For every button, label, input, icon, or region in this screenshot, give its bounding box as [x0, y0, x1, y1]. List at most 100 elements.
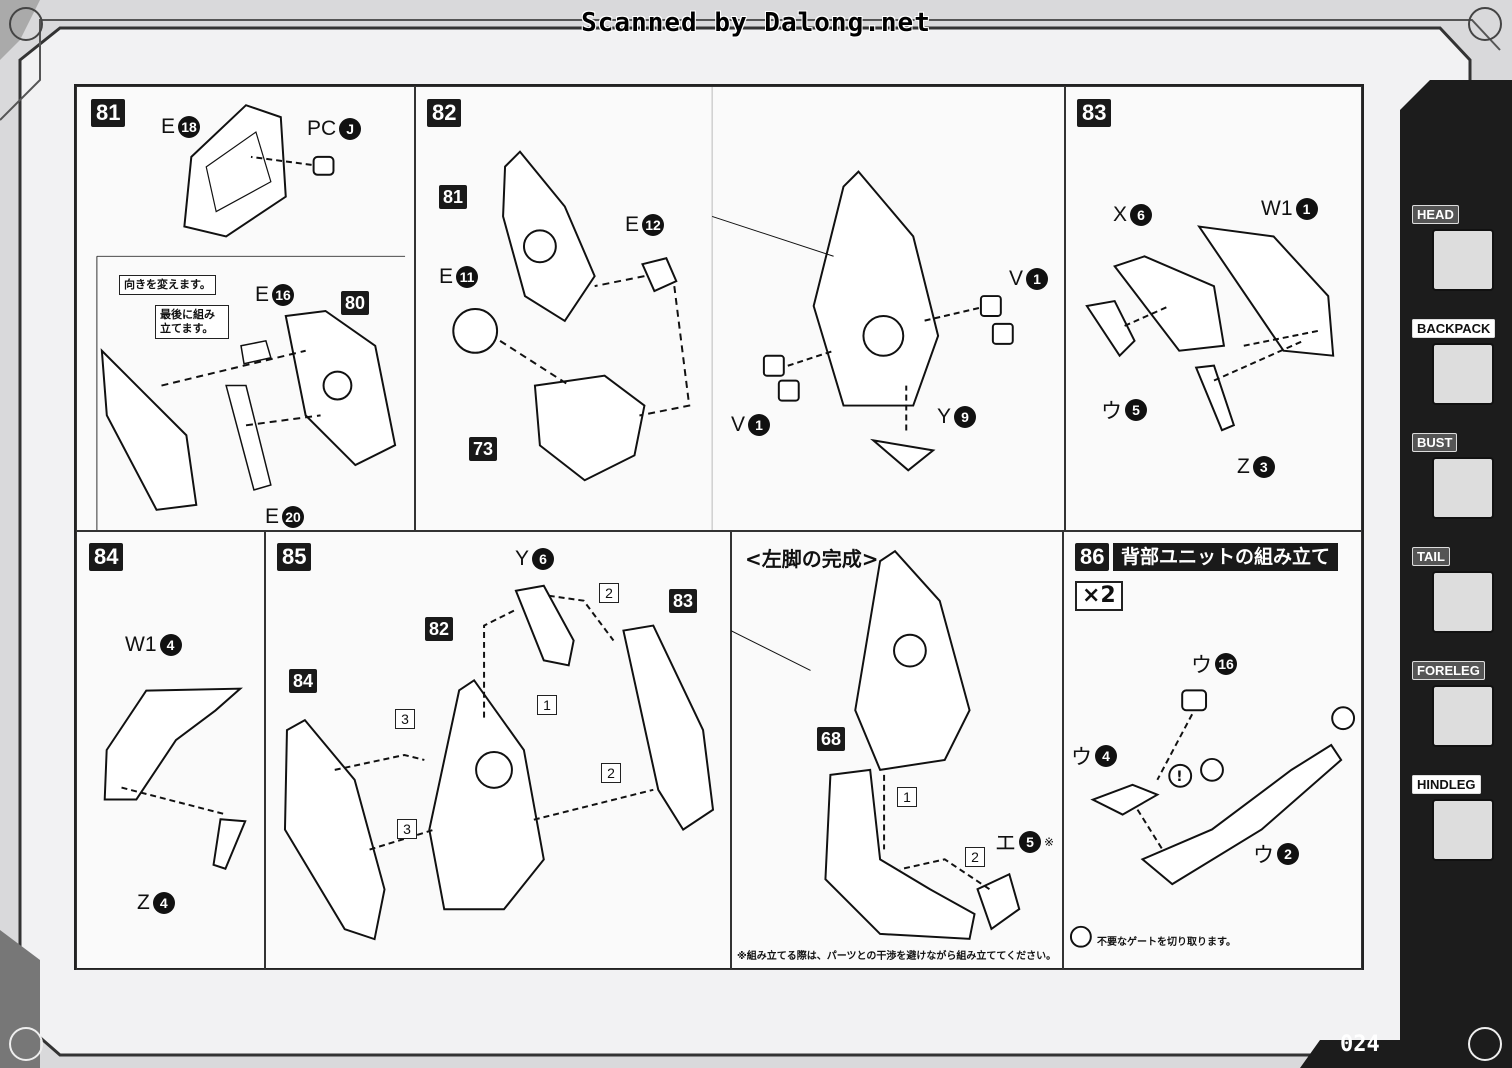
part-letter: V — [731, 413, 746, 436]
part-label: V 1 — [1009, 267, 1049, 291]
tab-label: BUST — [1412, 433, 1458, 452]
step-85-drawing — [265, 531, 731, 969]
part-label: ウ 2 — [1253, 839, 1299, 869]
part-letter: Z — [137, 891, 150, 914]
section-tabs: HEAD BACKPACK BUST TAIL FORELEG HINDLEG — [1400, 100, 1512, 1000]
part-number: 18 — [178, 116, 201, 138]
part-mark: ※ — [1044, 835, 1055, 849]
part-letter: ウ — [1071, 746, 1092, 769]
step-number: 86 — [1075, 543, 1110, 571]
part-number: 4 — [152, 892, 175, 914]
tab-hindleg[interactable]: HINDLEG — [1412, 774, 1502, 861]
page-number: 024 — [1340, 1032, 1380, 1057]
left-leg-subtitle: <左脚の完成> — [745, 547, 879, 571]
part-letter: E — [161, 115, 176, 138]
order-marker: 2 — [965, 847, 985, 867]
quantity-badge: ×2 — [1075, 581, 1123, 611]
tab-label: FORELEG — [1412, 661, 1485, 680]
reference-step: 68 — [817, 727, 846, 751]
step-84-drawing — [77, 531, 265, 969]
callout-turn: 向きを変えます。 — [119, 275, 216, 295]
part-number: 16 — [1215, 653, 1237, 675]
part-label: Z 3 — [1237, 455, 1275, 479]
part-label: E 20 — [265, 505, 305, 529]
step-85-panel: 85 Y 6 82 83 84 1 2 2 3 3 — [264, 530, 732, 970]
part-letter: PC — [307, 117, 337, 140]
step-83-drawing — [1065, 87, 1361, 531]
part-label: Y 9 — [937, 405, 977, 429]
part-letter: E — [439, 265, 454, 288]
reference-step: 73 — [469, 437, 498, 461]
bust-thumbnail-icon — [1432, 457, 1494, 519]
order-marker: 2 — [601, 763, 621, 783]
part-letter: ウ — [1253, 844, 1274, 867]
part-letter: ウ — [1101, 400, 1122, 423]
left-leg-complete-panel: <左脚の完成> 68 1 2 エ 5 ※ ※組み立てる際は、パーツとの干渉を避け… — [730, 530, 1064, 970]
part-label: ウ 5 — [1101, 395, 1147, 425]
tail-thumbnail-icon — [1432, 571, 1494, 633]
tab-backpack[interactable]: BACKPACK — [1412, 318, 1502, 405]
part-label: PC J — [307, 117, 362, 141]
order-marker: 1 — [537, 695, 557, 715]
instruction-panels: 81 E 18 PC J 向きを変えます。 最後に組み立てます。 E 16 80… — [74, 84, 1364, 970]
part-letter: V — [1009, 267, 1024, 290]
part-label: E 12 — [625, 213, 665, 237]
part-number: 1 — [748, 414, 771, 436]
part-letter: エ — [995, 832, 1016, 855]
tab-label: TAIL — [1412, 547, 1450, 566]
part-number: 1 — [1026, 268, 1049, 290]
reference-step: 84 — [289, 669, 318, 693]
order-marker: 3 — [395, 709, 415, 729]
left-leg-drawing — [731, 531, 1063, 969]
step-81-panel: 81 E 18 PC J 向きを変えます。 最後に組み立てます。 E 16 80… — [76, 86, 416, 532]
backpack-thumbnail-icon — [1432, 343, 1494, 405]
part-letter: Z — [1237, 455, 1250, 478]
part-label: W1 4 — [125, 633, 182, 657]
part-number: 4 — [1095, 745, 1117, 767]
foreleg-thumbnail-icon — [1432, 685, 1494, 747]
part-number: 5 — [1125, 399, 1147, 421]
tab-label: BACKPACK — [1412, 319, 1496, 338]
part-number: 6 — [532, 548, 555, 570]
part-label: E 18 — [161, 115, 201, 139]
reference-step: 82 — [425, 617, 454, 641]
part-number: J — [339, 118, 362, 140]
part-letter: Y — [515, 547, 530, 570]
part-number: 3 — [1252, 456, 1275, 478]
order-marker: 1 — [897, 787, 917, 807]
part-letter: E — [265, 505, 280, 528]
step-82-panel: 82 81 E 12 E 11 73 V 1 V 1 Y 9 — [414, 86, 1066, 532]
part-letter: W1 — [1261, 197, 1293, 220]
step-number: 81 — [91, 99, 126, 127]
head-thumbnail-icon — [1432, 229, 1494, 291]
step-number: 83 — [1077, 99, 1112, 127]
tab-foreleg[interactable]: FORELEG — [1412, 660, 1502, 747]
order-marker: 2 — [599, 583, 619, 603]
scan-credit: Scanned by Dalong.net — [581, 8, 931, 38]
part-label: エ 5 ※ — [995, 827, 1054, 857]
step-86-panel: ! 86 背部ユニットの組み立て ×2 ウ 16 ウ 4 ウ 2 不要なゲートを… — [1062, 530, 1362, 970]
step-84-panel: 84 W1 4 Z 4 — [76, 530, 266, 970]
reference-step: 83 — [669, 589, 698, 613]
part-letter: E — [255, 283, 270, 306]
part-label: ウ 4 — [1071, 741, 1117, 771]
part-number: 9 — [954, 406, 977, 428]
part-number: 1 — [1295, 198, 1318, 220]
part-label: Y 6 — [515, 547, 555, 571]
tab-head[interactable]: HEAD — [1412, 204, 1502, 291]
part-number: 12 — [642, 214, 665, 236]
part-number: 16 — [272, 284, 295, 306]
part-label: Z 4 — [137, 891, 175, 915]
step-number: 82 — [427, 99, 462, 127]
part-label: ウ 16 — [1191, 649, 1237, 679]
step-number: 85 — [277, 543, 312, 571]
assembly-note: ※組み立てる際は、パーツとの干渉を避けながら組み立ててください。 — [737, 951, 1057, 962]
hindleg-thumbnail-icon — [1432, 799, 1494, 861]
step-82-drawing — [415, 87, 1065, 531]
part-number: 4 — [159, 634, 182, 656]
tab-tail[interactable]: TAIL — [1412, 546, 1502, 633]
order-marker: 3 — [397, 819, 417, 839]
tab-bust[interactable]: BUST — [1412, 432, 1502, 519]
svg-text:!: ! — [1176, 769, 1182, 785]
part-label: X 6 — [1113, 203, 1153, 227]
